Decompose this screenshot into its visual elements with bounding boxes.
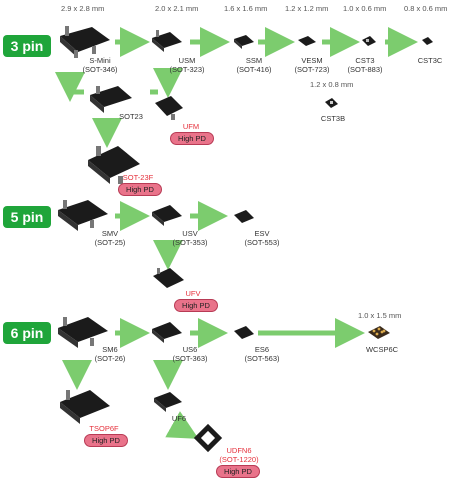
cst3-package xyxy=(362,36,376,46)
vesm-package xyxy=(298,36,316,46)
label-es6: ES6 (SOT-563) xyxy=(244,345,280,363)
label-vesm: VESM (SOT-723) xyxy=(294,56,330,74)
size-label: 2.0 x 2.1 mm xyxy=(155,4,199,13)
high-pd-badge: High PD xyxy=(84,434,128,447)
es6-package xyxy=(234,326,254,339)
arrow xyxy=(165,411,199,439)
smini-package xyxy=(60,26,110,58)
usm-package xyxy=(152,30,182,52)
wcsp6c-package xyxy=(368,326,390,339)
label-tsop6f: TSOP6F xyxy=(89,424,119,433)
esv-package xyxy=(234,210,254,223)
sot23-package xyxy=(90,86,132,113)
label-sot23f: SOT-23F xyxy=(122,173,154,182)
label-us6: US6 (SOT-363) xyxy=(172,345,208,363)
ufv-package xyxy=(153,268,184,288)
packages xyxy=(58,26,433,453)
label-sm6: SM6 (SOT-26) xyxy=(94,345,126,363)
high-pd-badge: High PD xyxy=(170,132,214,145)
size-label: 1.2 x 0.8 mm xyxy=(310,80,354,89)
uf6-package xyxy=(154,392,182,412)
label-uf6: UF6 xyxy=(171,414,187,423)
label-cst3c: CST3C xyxy=(417,56,443,65)
high-pd-badge: High PD xyxy=(174,299,218,312)
label-ufm: UFM xyxy=(182,122,200,131)
size-label: 1.6 x 1.6 mm xyxy=(224,4,268,13)
high-pd-badge: High PD xyxy=(216,465,260,478)
label-esv: ESV (SOT-553) xyxy=(244,229,280,247)
badge-5-pin: 5 pin xyxy=(3,206,51,228)
label-wcsp6c: WCSP6C xyxy=(365,345,399,354)
label-sot23: SOT23 xyxy=(119,112,143,121)
label-ssm: SSM (SOT-416) xyxy=(236,56,272,74)
size-label: 1.0 x 0.6 mm xyxy=(343,4,387,13)
badge-3-pin: 3 pin xyxy=(3,35,51,57)
label-smini: S-Mini (SOT-346) xyxy=(82,56,118,74)
size-label: 2.9 x 2.8 mm xyxy=(61,4,105,13)
label-smv: SMV (SOT-25) xyxy=(94,229,126,247)
label-cst3: CST3 (SOT-883) xyxy=(347,56,383,74)
smv-package xyxy=(58,200,108,231)
label-usm: USM (SOT-323) xyxy=(169,56,205,74)
ufm-package xyxy=(155,96,183,120)
cst3c-package xyxy=(422,37,433,45)
label-usv: USV (SOT-353) xyxy=(172,229,208,247)
size-label: 1.0 x 1.5 mm xyxy=(358,311,402,320)
sot23f-package xyxy=(88,146,140,184)
size-label: 1.2 x 1.2 mm xyxy=(285,4,329,13)
arrows xyxy=(55,27,418,439)
label-ufv: UFV xyxy=(185,289,201,298)
tsop6f-package xyxy=(60,390,110,424)
label-cst3b: CST3B xyxy=(320,114,346,123)
us6-package xyxy=(152,322,182,343)
ssm-package xyxy=(234,35,254,49)
size-label: 0.8 x 0.6 mm xyxy=(404,4,448,13)
usv-package xyxy=(152,205,182,226)
cst3b-package xyxy=(325,98,338,108)
high-pd-badge: High PD xyxy=(118,183,162,196)
sm6-package xyxy=(58,317,108,348)
badge-6-pin: 6 pin xyxy=(3,322,51,344)
label-udfn6: UDFN6 (SOT-1220) xyxy=(219,446,259,464)
